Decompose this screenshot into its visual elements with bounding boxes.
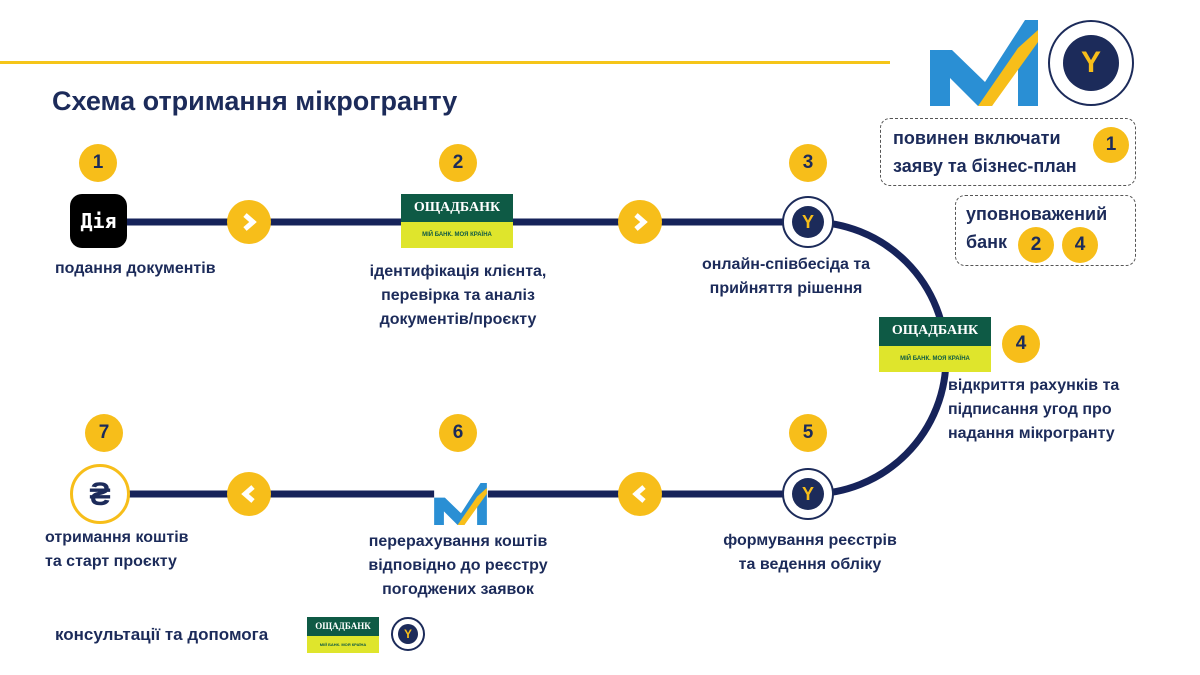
m-logo-large: [930, 20, 1038, 106]
oschadbank-logo: ОЩАДБАНК МІЙ БАНК. МОЯ КРАЇНА: [879, 317, 991, 372]
m-logo: [434, 483, 488, 525]
arrow-right-icon: [227, 200, 271, 244]
arrow-right-icon: [618, 200, 662, 244]
note-badge: 1: [1093, 127, 1129, 163]
oschadbank-slogan: МІЙ БАНК. МОЯ КРАЇНА: [307, 635, 379, 653]
dsz-logo-small: Y: [391, 617, 425, 651]
oschadbank-logo-small: ОЩАДБАНК МІЙ БАНК. МОЯ КРАЇНА: [307, 617, 379, 653]
dsz-logo-large: Y: [1048, 20, 1134, 106]
dsz-logo: Y: [782, 468, 834, 520]
step-2-text: ідентифікація клієнта,перевірка та аналі…: [369, 263, 547, 328]
footer-consultation: консультації та допомога: [55, 625, 269, 644]
hryvnia-icon: ₴: [70, 464, 130, 524]
oschadbank-slogan: МІЙ БАНК. МОЯ КРАЇНА: [879, 345, 991, 372]
step-number-2: 2: [439, 144, 477, 182]
note-badge: 2: [1018, 227, 1054, 263]
oschadbank-slogan: МІЙ БАНК. МОЯ КРАЇНА: [401, 222, 513, 248]
arrow-left-icon: [618, 472, 662, 516]
step-1-text: подання документів: [55, 260, 216, 277]
dsz-logo: Y: [782, 196, 834, 248]
step-number-4: 4: [1002, 325, 1040, 363]
step-number-5: 5: [789, 414, 827, 452]
oschadbank-logo: ОЩАДБАНК МІЙ БАНК. МОЯ КРАЇНА: [401, 194, 513, 248]
header-divider: [0, 61, 890, 64]
page-title: Схема отримання мікрогранту: [52, 86, 458, 116]
step-number-3: 3: [789, 144, 827, 182]
diia-logo: Дія: [70, 194, 127, 248]
arrow-left-icon: [227, 472, 271, 516]
note-badge: 4: [1062, 227, 1098, 263]
step-number-6: 6: [439, 414, 477, 452]
step-number-7: 7: [85, 414, 123, 452]
step-number-1: 1: [79, 144, 117, 182]
oschadbank-name: ОЩАДБАНК: [307, 617, 379, 636]
oschadbank-name: ОЩАДБАНК: [401, 194, 513, 223]
oschadbank-name: ОЩАДБАНК: [879, 317, 991, 346]
